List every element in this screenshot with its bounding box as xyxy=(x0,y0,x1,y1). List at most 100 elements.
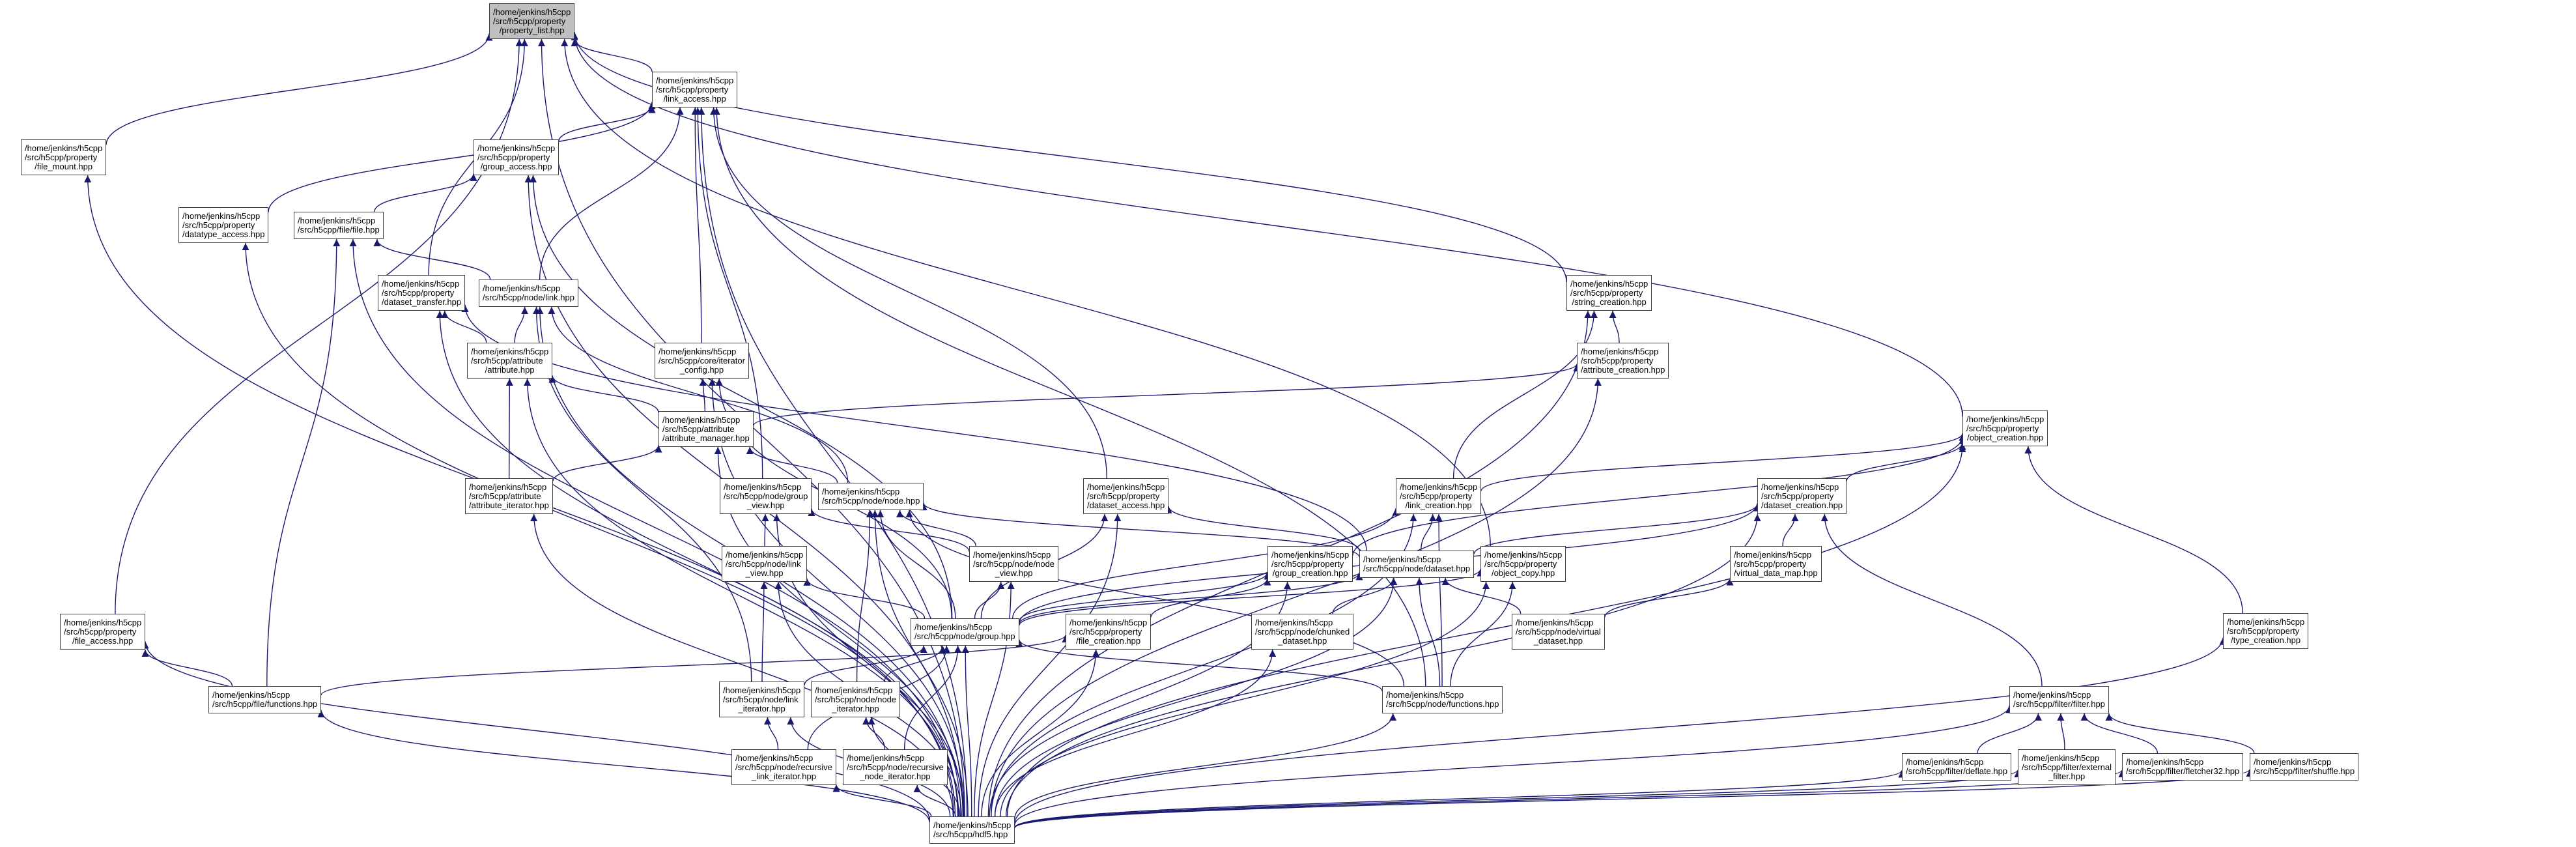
graph-node-type-creation[interactable]: /home/jenkins/h5cpp/src/h5cpp/property/t… xyxy=(2223,613,2309,649)
edge-group-access-to-link-access xyxy=(558,106,656,141)
graph-node-object-copy[interactable]: /home/jenkins/h5cpp/src/h5cpp/property/o… xyxy=(1480,546,1566,582)
edge-node-functions-to-object-copy xyxy=(1450,581,1516,687)
node-label-line: /src/h5cpp/node/virtual xyxy=(1516,626,1601,637)
edge-dataset-to-dataset-creation xyxy=(1473,504,1761,554)
graph-node-virtual-dataset[interactable]: /home/jenkins/h5cpp/src/h5cpp/node/virtu… xyxy=(1512,614,1605,650)
graph-node-group[interactable]: /home/jenkins/h5cpp/src/h5cpp/node/group… xyxy=(911,618,1019,646)
node-label-line: /src/h5cpp/property xyxy=(2227,625,2300,636)
node-label-line: /file_access.hpp xyxy=(72,635,134,646)
node-label-line: /home/jenkins/h5cpp xyxy=(1363,554,1441,564)
graph-node-external-filter[interactable]: /home/jenkins/h5cpp/src/h5cpp/filter/ext… xyxy=(2018,749,2116,785)
node-label-line: /home/jenkins/h5cpp xyxy=(658,346,737,356)
node-label-line: /src/h5cpp/property xyxy=(477,152,550,162)
graph-node-attribute[interactable]: /home/jenkins/h5cpp/src/h5cpp/attribute/… xyxy=(467,343,553,379)
graph-node-hdf5[interactable]: /home/jenkins/h5cpp/src/h5cpp/hdf5.hpp xyxy=(929,816,1015,844)
graph-node-node-iterator[interactable]: /home/jenkins/h5cpp/src/h5cpp/node/node_… xyxy=(811,682,901,717)
graph-node-group-creation[interactable]: /home/jenkins/h5cpp/src/h5cpp/property/g… xyxy=(1267,546,1353,582)
node-label-line: /src/h5cpp/property xyxy=(1271,558,1344,569)
graph-node-file-mount[interactable]: /home/jenkins/h5cpp/src/h5cpp/property/f… xyxy=(21,139,107,175)
graph-node-shuffle[interactable]: /home/jenkins/h5cpp/src/h5cpp/filter/shu… xyxy=(2250,753,2359,781)
edge-group-to-object-copy xyxy=(1019,569,1484,626)
graph-node-link-iterator[interactable]: /home/jenkins/h5cpp/src/h5cpp/node/link_… xyxy=(719,682,805,717)
graph-node-virtual-data-map[interactable]: /home/jenkins/h5cpp/src/h5cpp/property/v… xyxy=(1730,546,1822,582)
graph-node-chunked-dataset[interactable]: /home/jenkins/h5cpp/src/h5cpp/node/chunk… xyxy=(1251,614,1354,650)
graph-node-property-list[interactable]: /home/jenkins/h5cpp/src/h5cpp/property/p… xyxy=(489,3,575,39)
edge-virtual-dataset-to-dataset xyxy=(1441,577,1522,614)
graph-node-link-creation[interactable]: /home/jenkins/h5cpp/src/h5cpp/property/l… xyxy=(1396,478,1482,514)
graph-node-dataset-transfer[interactable]: /home/jenkins/h5cpp/src/h5cpp/property/d… xyxy=(378,275,466,311)
graph-node-filter[interactable]: /home/jenkins/h5cpp/src/h5cpp/filter/fil… xyxy=(2009,686,2109,713)
node-label-line: /property_list.hpp xyxy=(499,25,565,35)
edge-node-to-link xyxy=(548,306,849,483)
node-label-line: /attribute_iterator.hpp xyxy=(469,500,549,510)
node-label-line: /home/jenkins/h5cpp xyxy=(735,753,814,763)
node-label-line: /src/h5cpp/filter/filter.hpp xyxy=(2013,699,2105,709)
graph-node-attribute-manager[interactable]: /home/jenkins/h5cpp/src/h5cpp/attribute/… xyxy=(658,411,754,447)
node-label-line: /group_creation.hpp xyxy=(1272,567,1348,578)
edge-deflate-to-filter xyxy=(1977,713,2042,754)
edge-shuffle-to-filter xyxy=(2105,713,2255,754)
edge-group-to-node-view xyxy=(974,581,1005,619)
node-label-line: /home/jenkins/h5cpp xyxy=(2022,753,2100,763)
edge-group-to-link-creation xyxy=(1012,508,1400,619)
node-label-line: /src/h5cpp/attribute xyxy=(469,491,541,501)
graph-node-recursive-link-iterator[interactable]: /home/jenkins/h5cpp/src/h5cpp/node/recur… xyxy=(731,749,836,785)
edge-hdf5-to-file xyxy=(349,238,959,817)
graph-node-file[interactable]: /home/jenkins/h5cpp/src/h5cpp/file/file.… xyxy=(294,212,384,239)
graph-node-datatype-access[interactable]: /home/jenkins/h5cpp/src/h5cpp/property/d… xyxy=(178,207,269,243)
edge-hdf5-to-filter xyxy=(1014,706,2013,825)
graph-node-dataset-creation[interactable]: /home/jenkins/h5cpp/src/h5cpp/property/d… xyxy=(1757,478,1847,514)
node-label-line: /string_creation.hpp xyxy=(1572,296,1647,307)
graph-node-fletcher32[interactable]: /home/jenkins/h5cpp/src/h5cpp/filter/fle… xyxy=(2122,753,2244,781)
node-label-line: /src/h5cpp/file/file.hpp xyxy=(298,225,380,235)
node-label-line: /home/jenkins/h5cpp xyxy=(973,549,1051,560)
graph-node-node[interactable]: /home/jenkins/h5cpp/src/h5cpp/node/node.… xyxy=(818,483,924,510)
graph-node-string-creation[interactable]: /home/jenkins/h5cpp/src/h5cpp/property/s… xyxy=(1566,275,1652,311)
graph-node-node-functions[interactable]: /home/jenkins/h5cpp/src/h5cpp/node/funct… xyxy=(1382,686,1503,713)
graph-node-group-view[interactable]: /home/jenkins/h5cpp/src/h5cpp/node/group… xyxy=(720,478,812,514)
node-label-line: /src/h5cpp/node/functions.hpp xyxy=(1386,699,1499,709)
node-label-line: /src/h5cpp/property xyxy=(382,287,455,298)
edge-fletcher32-to-filter xyxy=(2080,713,2158,754)
edge-attribute-to-dataset-transfer xyxy=(441,310,487,343)
graph-node-link[interactable]: /home/jenkins/h5cpp/src/h5cpp/node/link.… xyxy=(479,280,578,307)
graph-node-recursive-node-iterator[interactable]: /home/jenkins/h5cpp/src/h5cpp/node/recur… xyxy=(843,749,948,785)
edge-link-to-link-access xyxy=(539,107,684,280)
graph-node-attribute-creation[interactable]: /home/jenkins/h5cpp/src/h5cpp/property/a… xyxy=(1577,343,1669,379)
node-label-line: /src/h5cpp/file/functions.hpp xyxy=(212,699,318,709)
edge-hdf5-to-shuffle xyxy=(1014,769,2254,829)
node-label-line: /src/h5cpp/core/iterator xyxy=(658,355,745,366)
node-label-line: /src/h5cpp/attribute xyxy=(471,355,543,366)
graph-node-link-access[interactable]: /home/jenkins/h5cpp/src/h5cpp/property/l… xyxy=(652,72,738,108)
node-label-line: /src/h5cpp/property xyxy=(1069,626,1142,637)
graph-node-file-creation[interactable]: /home/jenkins/h5cpp/src/h5cpp/property/f… xyxy=(1066,614,1152,650)
node-label-line: /home/jenkins/h5cpp xyxy=(493,7,571,17)
edge-link-creation-to-string-creation xyxy=(1452,310,1598,479)
edge-virtual-data-map-to-dataset-creation xyxy=(1782,513,1799,547)
graph-node-link-view[interactable]: /home/jenkins/h5cpp/src/h5cpp/node/link_… xyxy=(722,546,808,582)
node-label-line: /src/h5cpp/node/node xyxy=(815,694,897,704)
edge-hdf5-to-deflate xyxy=(1014,769,1906,828)
graph-node-dataset-access[interactable]: /home/jenkins/h5cpp/src/h5cpp/property/d… xyxy=(1083,478,1169,514)
graph-node-dataset[interactable]: /home/jenkins/h5cpp/src/h5cpp/node/datas… xyxy=(1359,551,1475,578)
graph-node-file-access[interactable]: /home/jenkins/h5cpp/src/h5cpp/property/f… xyxy=(60,614,146,650)
graph-node-node-view[interactable]: /home/jenkins/h5cpp/src/h5cpp/node/node_… xyxy=(969,546,1059,582)
graph-node-object-creation[interactable]: /home/jenkins/h5cpp/src/h5cpp/property/o… xyxy=(1962,410,2048,446)
node-label-line: /file_mount.hpp xyxy=(35,161,93,171)
edge-hdf5-to-iterator-config xyxy=(708,378,965,817)
edge-hdf5-to-datatype-access xyxy=(242,242,956,817)
graph-node-group-access[interactable]: /home/jenkins/h5cpp/src/h5cpp/property/g… xyxy=(474,139,559,175)
node-label-line: /home/jenkins/h5cpp xyxy=(1069,617,1148,627)
graph-node-iterator-config[interactable]: /home/jenkins/h5cpp/src/h5cpp/core/itera… xyxy=(655,343,749,379)
node-label-line: /home/jenkins/h5cpp xyxy=(1386,690,1464,700)
edge-hdf5-to-object-creation xyxy=(1006,444,1966,817)
node-label-line: /file_creation.hpp xyxy=(1076,635,1141,646)
node-label-line: /src/h5cpp/property xyxy=(493,16,566,26)
edge-node-functions-to-link-access xyxy=(713,107,1426,687)
graph-node-attribute-iterator[interactable]: /home/jenkins/h5cpp/src/h5cpp/attribute/… xyxy=(465,478,553,514)
edge-attribute-manager-to-attribute-creation xyxy=(753,364,1581,426)
graph-node-file-functions[interactable]: /home/jenkins/h5cpp/src/h5cpp/file/funct… xyxy=(208,686,322,713)
edge-hdf5-to-attribute-manager xyxy=(714,446,964,817)
graph-node-deflate[interactable]: /home/jenkins/h5cpp/src/h5cpp/filter/def… xyxy=(1902,753,2012,781)
edge-node-functions-to-dataset xyxy=(1415,577,1441,687)
